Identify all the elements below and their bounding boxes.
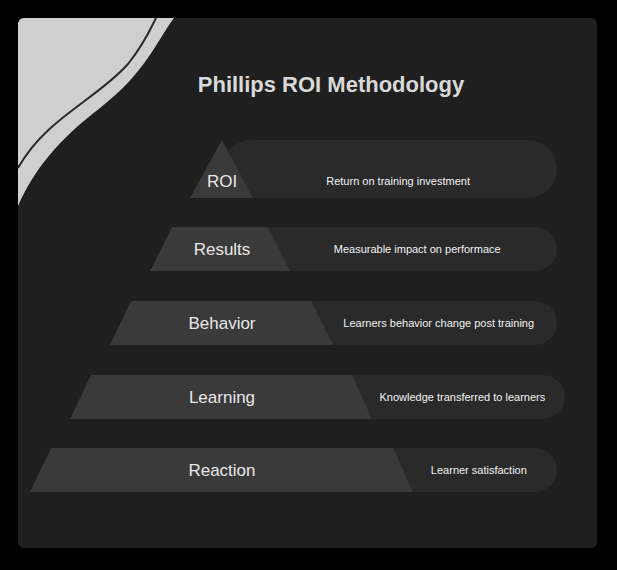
description-pill bbox=[222, 140, 557, 198]
blob-curve bbox=[18, 18, 156, 168]
pyramid-segment bbox=[110, 301, 333, 345]
level-description: Learner satisfaction bbox=[431, 465, 527, 476]
pyramid-segment bbox=[30, 448, 413, 492]
level-label: Learning bbox=[189, 389, 255, 406]
pyramid-band: ROI Return on training investment bbox=[190, 140, 557, 198]
pyramid-band: Learning Knowledge transferred to learner… bbox=[70, 375, 565, 419]
level-description: Return on training investment bbox=[326, 176, 470, 187]
pyramid-segment bbox=[190, 140, 253, 198]
band-shape bbox=[190, 140, 557, 198]
pyramid-segment bbox=[150, 227, 290, 271]
panel bbox=[18, 18, 597, 548]
pyramid-band: Behavior Learners behavior change post tr… bbox=[110, 301, 557, 345]
level-label: Behavior bbox=[188, 315, 255, 332]
level-label: Reaction bbox=[188, 462, 255, 479]
pyramid-band: Reaction Learner satisfaction bbox=[30, 448, 557, 492]
level-label: ROI bbox=[207, 173, 237, 190]
pyramid-segment bbox=[70, 375, 372, 419]
level-description: Learners behavior change post training bbox=[343, 318, 534, 329]
diagram-title: Phillips ROI Methodology bbox=[198, 72, 464, 98]
corner-blob bbox=[18, 18, 174, 206]
level-description: Measurable impact on performace bbox=[334, 244, 501, 255]
pyramid-band: Results Measurable impact on performace bbox=[150, 227, 557, 271]
level-description: Knowledge transferred to learners bbox=[380, 392, 546, 403]
level-label: Results bbox=[194, 241, 251, 258]
